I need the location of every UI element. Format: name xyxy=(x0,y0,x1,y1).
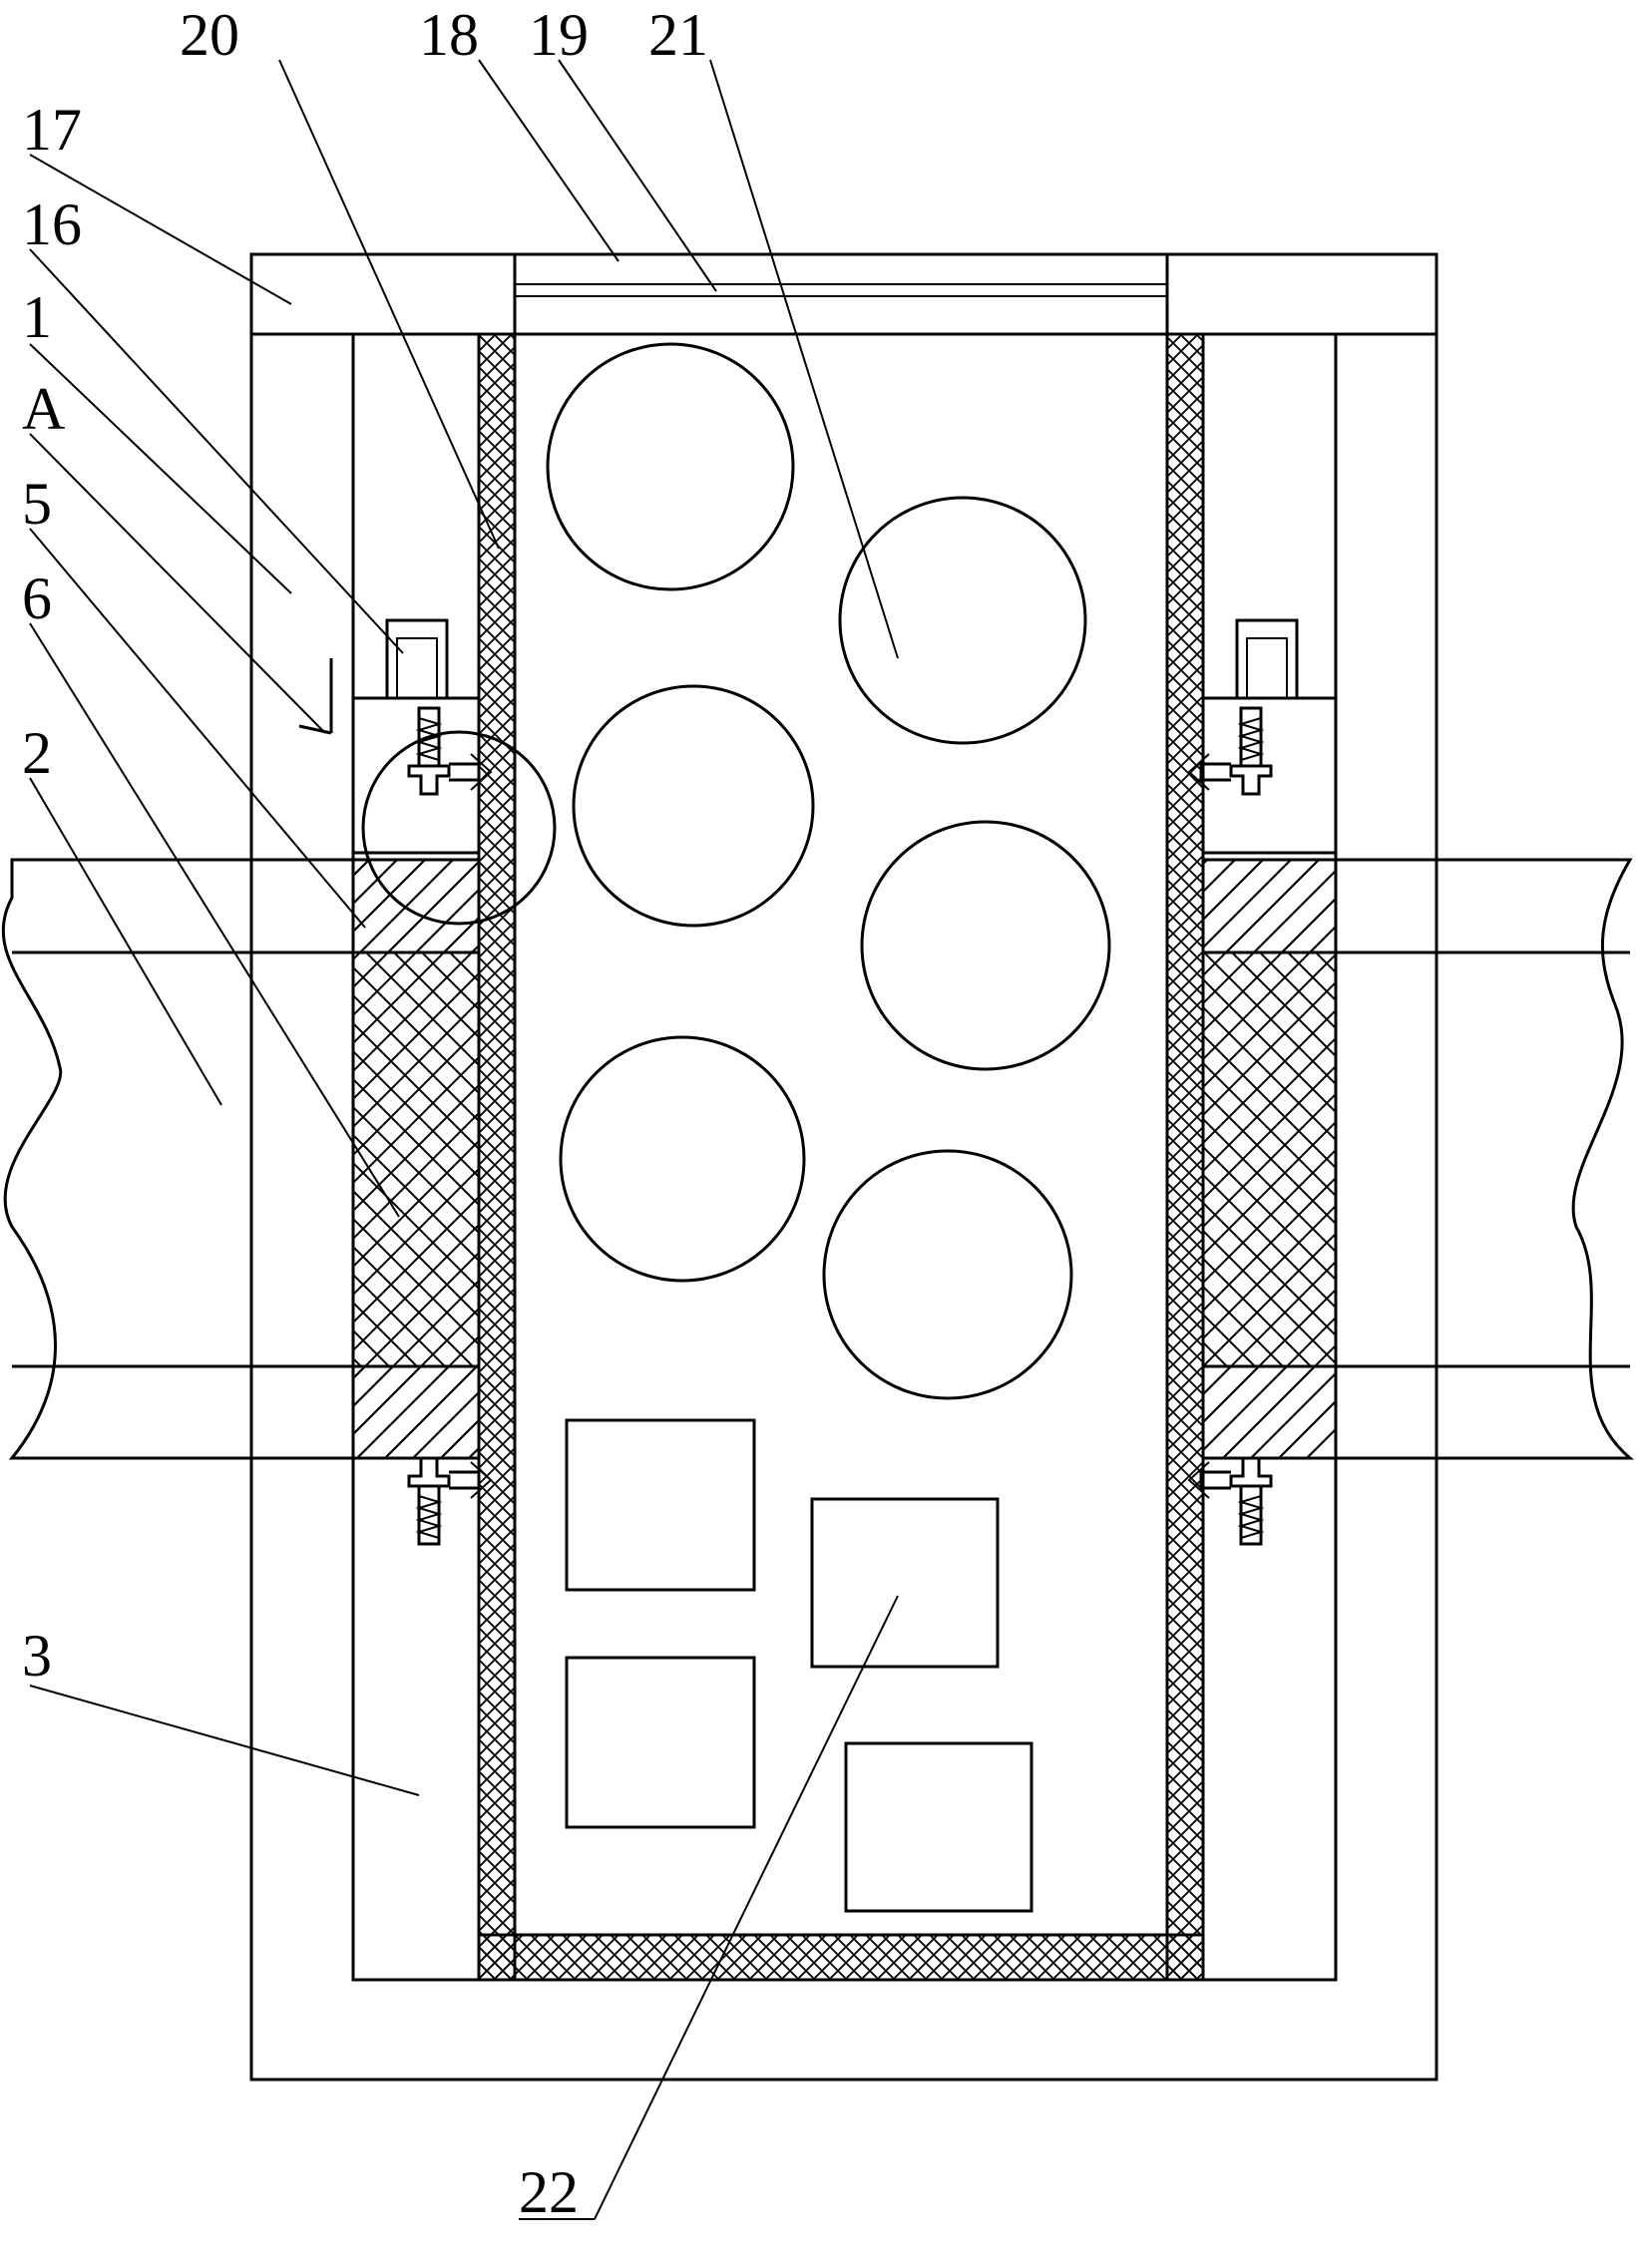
label-20: 20 xyxy=(180,2,239,68)
square-items xyxy=(565,1418,1033,1913)
label-22: 22 xyxy=(519,2159,579,2225)
right-seal-blocks xyxy=(1201,858,1338,1460)
inner-liner xyxy=(477,332,1205,1982)
spring-latch-bottom-right xyxy=(1187,1456,1273,1546)
leader-lines xyxy=(29,59,899,2220)
label-5: 5 xyxy=(22,471,52,537)
section-arrow-a xyxy=(298,658,333,735)
spring-latch-top-right xyxy=(1187,706,1273,796)
detail-circle-a xyxy=(361,730,557,926)
label-3: 3 xyxy=(22,1623,52,1689)
label-16: 16 xyxy=(22,191,82,257)
label-17: 17 xyxy=(22,97,82,163)
label-21: 21 xyxy=(648,2,708,68)
right-wavy-sleeve xyxy=(1334,858,1635,1460)
label-2: 2 xyxy=(22,720,52,786)
spring-latch-bottom-left xyxy=(407,1456,493,1546)
label-18: 18 xyxy=(419,2,479,68)
spring-latch-top-left xyxy=(407,706,493,796)
top-cover xyxy=(513,252,1169,336)
label-1: 1 xyxy=(22,284,52,350)
label-a: A xyxy=(22,376,65,442)
reference-labels: 20 18 19 21 17 16 1 A 5 6 2 3 22 xyxy=(22,2,708,2225)
left-wavy-sleeve xyxy=(1,858,355,1460)
label-6: 6 xyxy=(22,566,52,631)
left-seal-blocks xyxy=(351,858,481,1460)
label-19: 19 xyxy=(529,2,589,68)
round-items xyxy=(546,342,1111,1400)
